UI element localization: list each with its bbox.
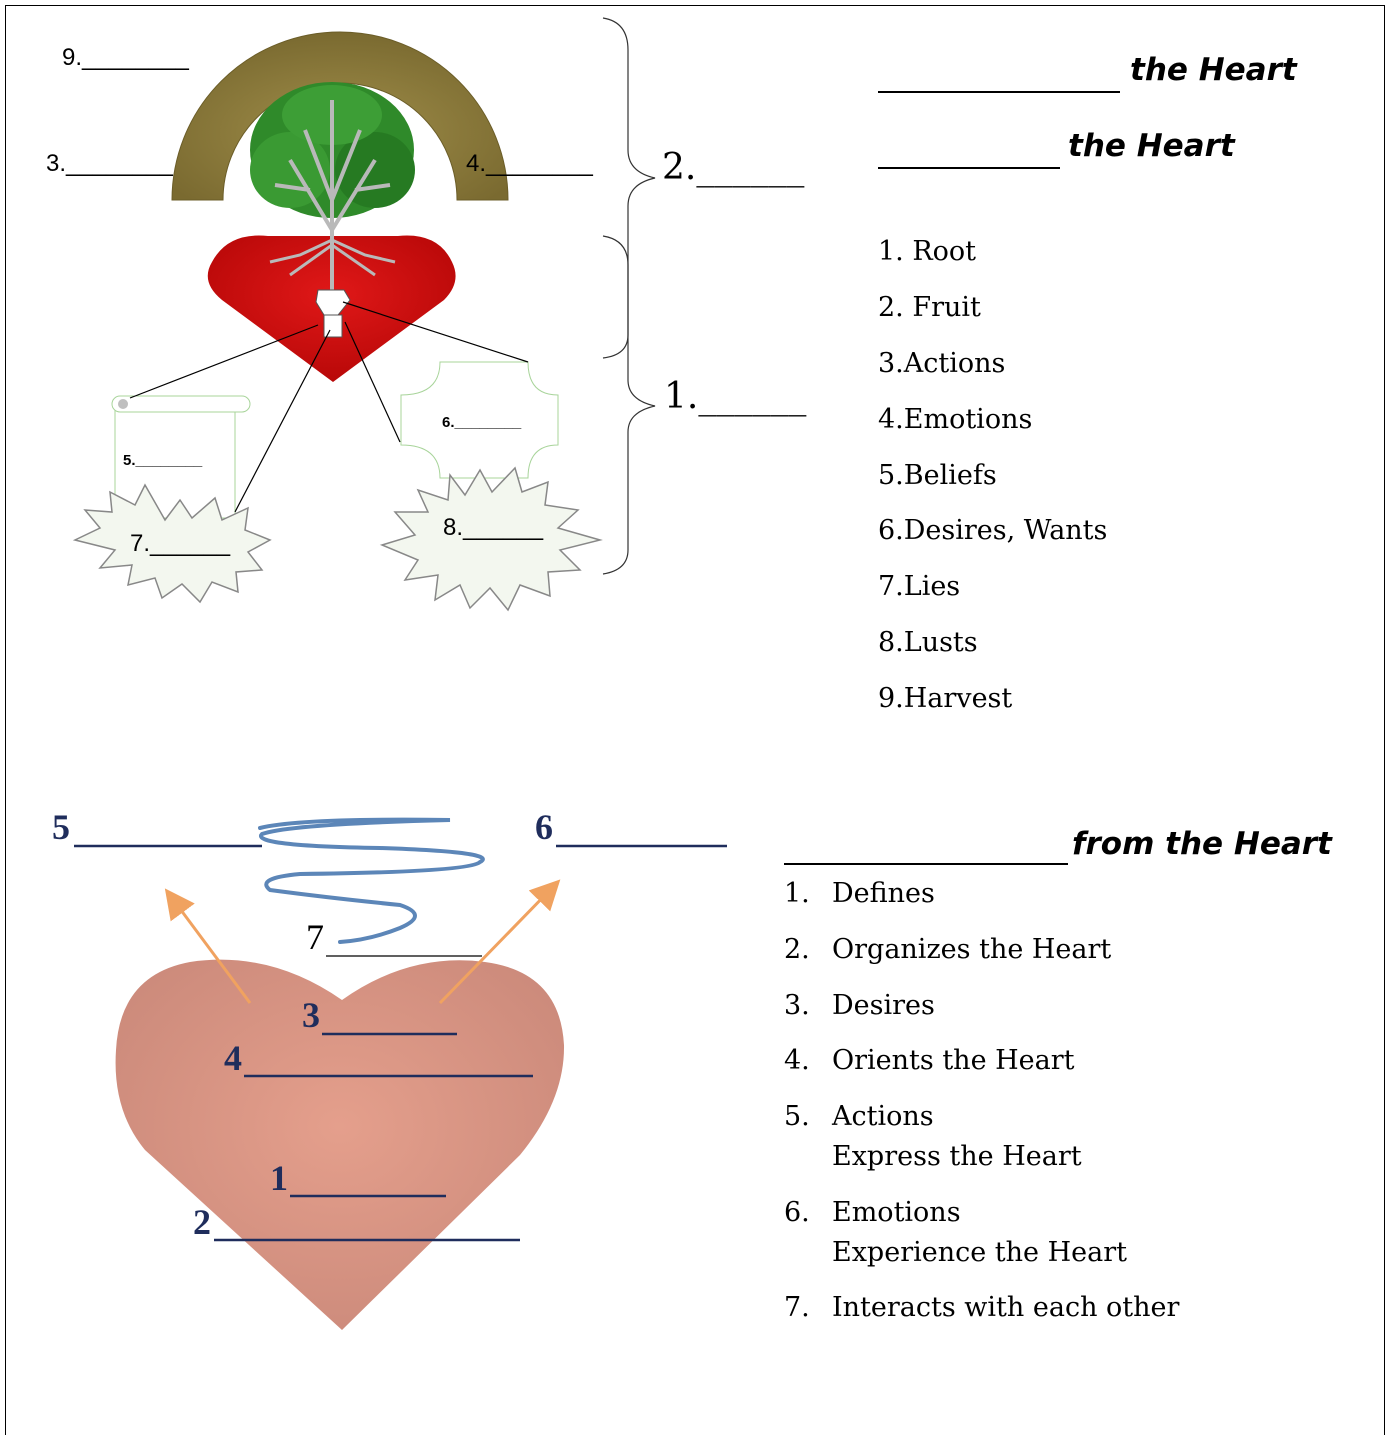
list-item-text: Defines xyxy=(832,878,935,909)
list-item-text: Emotions xyxy=(832,1197,961,1228)
label-7: 7.______ xyxy=(130,530,231,557)
list-item-number: 7. xyxy=(784,1292,810,1323)
list-item-number: 2. xyxy=(784,934,810,965)
blank-number-1: 1 xyxy=(270,1158,288,1198)
page-border xyxy=(5,5,1385,1435)
burst-left xyxy=(72,483,272,604)
arrow-right xyxy=(438,879,561,1005)
blank-number-3: 3 xyxy=(302,995,320,1035)
list-item-text: Interacts with each other xyxy=(832,1292,1180,1323)
heading-the-heart-1: the Heart xyxy=(1130,52,1297,88)
blank-lines xyxy=(74,844,727,1242)
list-item-number: 5. xyxy=(784,1101,810,1132)
list-item-text: Organizes the Heart xyxy=(832,934,1112,965)
blank-number-7: 7 xyxy=(306,917,324,957)
label-2: 2.______ xyxy=(662,147,805,188)
label-8: 8.______ xyxy=(443,514,544,541)
list-item: 6.Desires, Wants xyxy=(878,515,1108,546)
list-item-number: 6. xyxy=(784,1197,810,1228)
pink-heart xyxy=(115,959,565,1330)
list-item: 7.Lies xyxy=(878,571,961,602)
spring-line xyxy=(258,817,485,944)
burst-right xyxy=(379,466,603,612)
list-item-text: Desires xyxy=(832,990,935,1021)
list-item-number: 3. xyxy=(784,990,810,1021)
heading-the-heart-2: the Heart xyxy=(1068,128,1235,164)
list-item-number: 4. xyxy=(784,1045,810,1076)
connector-lines xyxy=(129,301,529,513)
list-item-text: Orients the Heart xyxy=(832,1045,1075,1076)
list-item: 4.Emotions xyxy=(878,404,1033,435)
tree-icon xyxy=(250,82,415,338)
list-item: 5.Beliefs xyxy=(878,460,997,491)
label-6: 6.________ xyxy=(442,414,522,431)
list-item-subtext: Express the Heart xyxy=(832,1141,1082,1172)
label-3: 3.________ xyxy=(46,150,173,177)
list-item-subtext: Experience the Heart xyxy=(832,1237,1127,1268)
label-5: 5.________ xyxy=(123,452,203,469)
list-item: 3.Actions xyxy=(878,348,1006,379)
arrow-left xyxy=(164,888,252,1004)
blank-number-4: 4 xyxy=(224,1038,242,1078)
blank-number-6: 6 xyxy=(535,807,553,847)
list-item: 1. Root xyxy=(878,236,977,267)
label-1: 1.______ xyxy=(664,376,807,417)
list-item-text: Actions xyxy=(832,1101,934,1132)
blank-number-5: 5 xyxy=(52,807,70,847)
brace-top xyxy=(602,17,656,359)
list-item: 2. Fruit xyxy=(878,292,981,323)
label-4: 4.________ xyxy=(466,150,593,177)
heading-from-the-heart: from the Heart xyxy=(1072,826,1332,862)
brace-bottom xyxy=(602,235,656,575)
blank-number-2: 2 xyxy=(193,1202,211,1242)
label-9: 9.________ xyxy=(62,44,189,71)
list-item: 9.Harvest xyxy=(878,683,1013,714)
list-item: 8.Lusts xyxy=(878,627,978,658)
list-item-number: 1. xyxy=(784,878,810,909)
plaque-shape xyxy=(400,361,559,479)
